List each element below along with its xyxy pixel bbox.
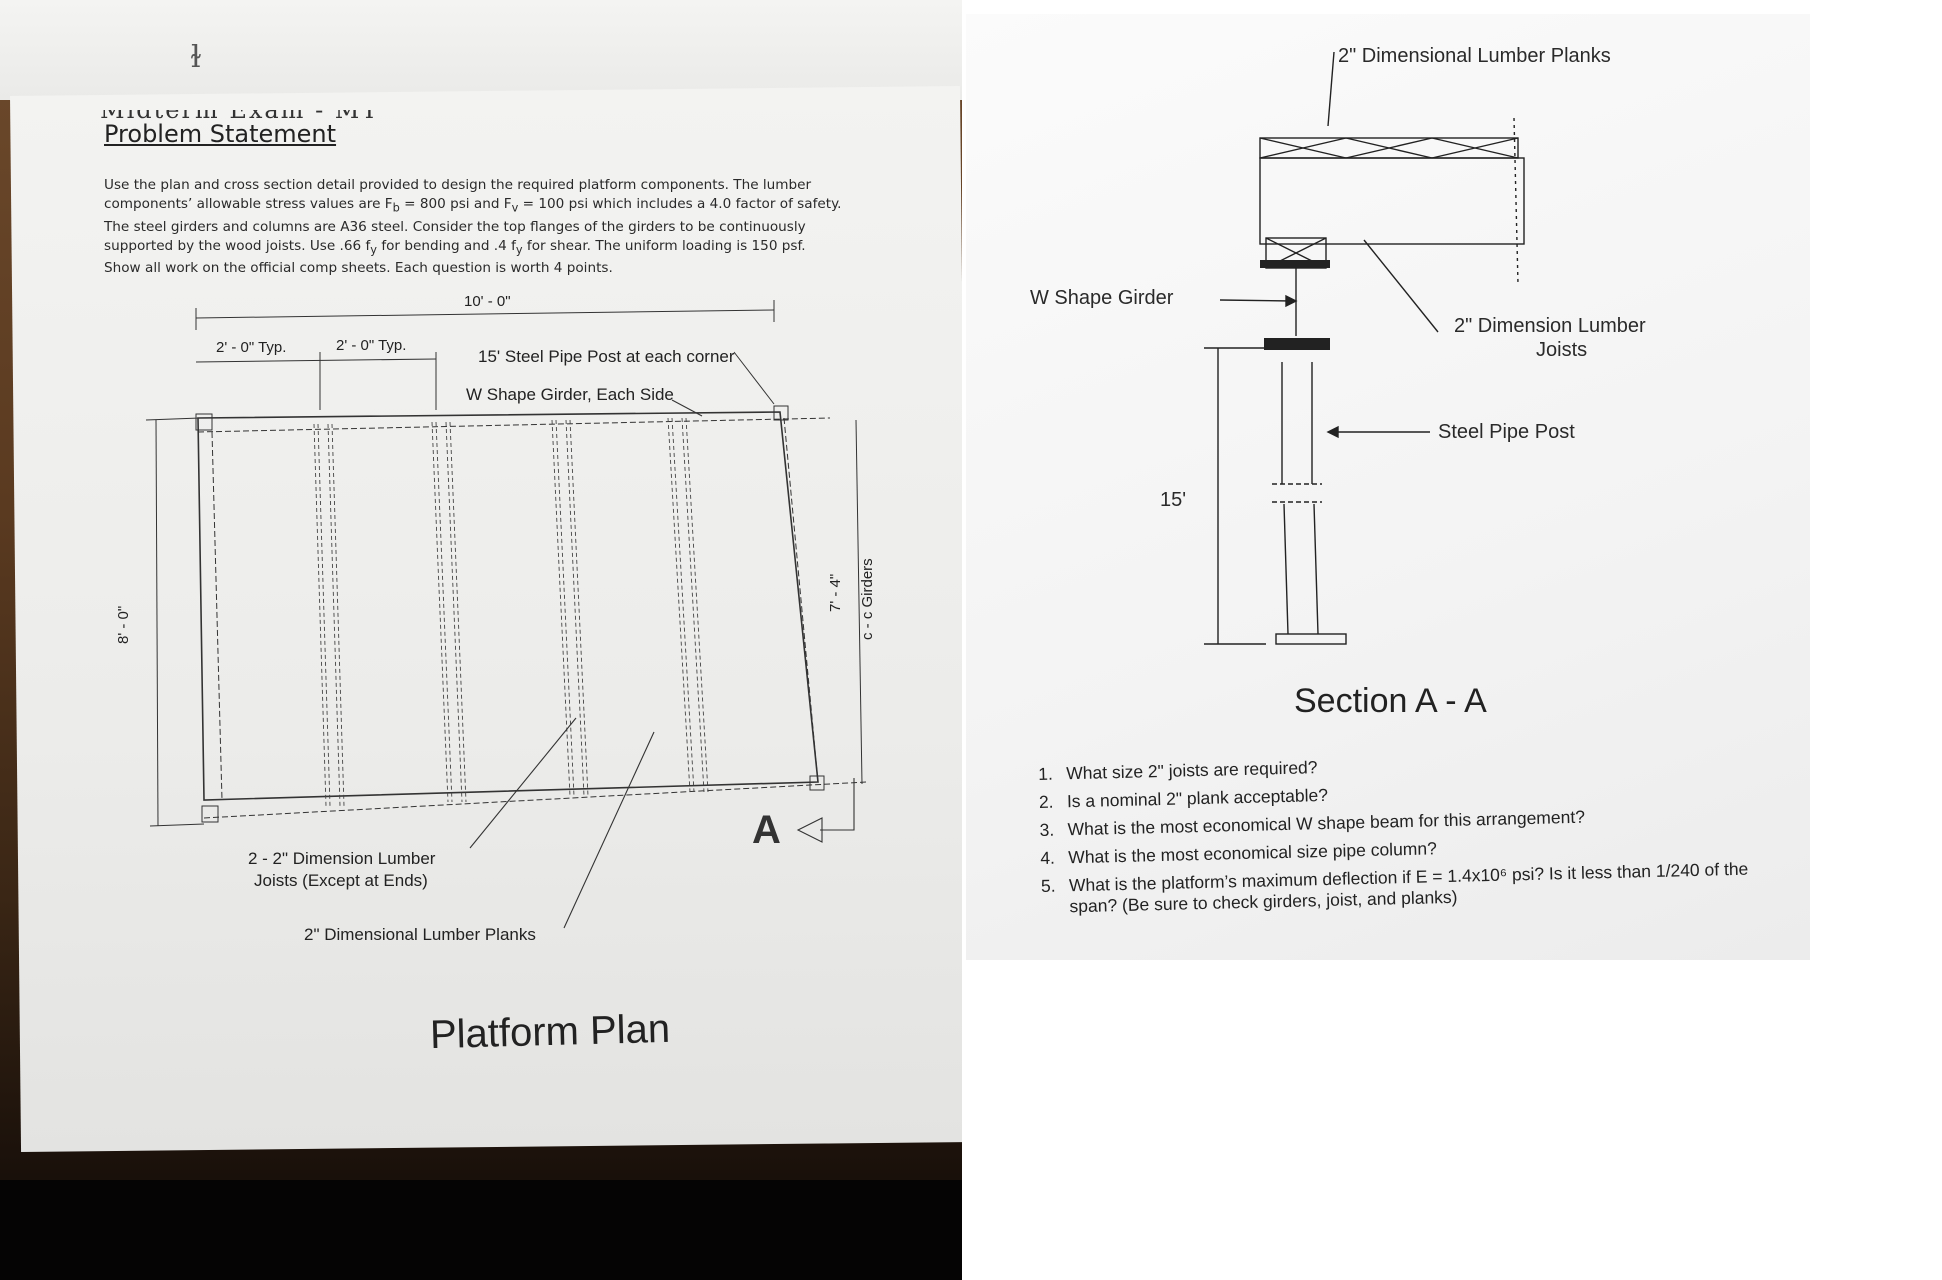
dim-overall: 10' - 0" xyxy=(464,293,511,310)
question-list: 1.What size 2" joists are required? 2.Is… xyxy=(1038,745,1802,925)
plan-title: Platform Plan xyxy=(429,1006,671,1058)
section-drawing: 2" Dimensional Lumber Planks W Shape Gir… xyxy=(1030,45,1646,720)
problem-line: Use the plan and cross section detail pr… xyxy=(104,177,812,193)
label-joists-1: 2 - 2" Dimension Lumber xyxy=(248,849,436,868)
dark-table-edge xyxy=(0,1180,962,1280)
dim-height: 15' xyxy=(1160,489,1186,511)
platform-outline xyxy=(195,405,867,823)
problem-line: Show all work on the official comp sheet… xyxy=(104,260,613,277)
label-planks: 2" Dimensional Lumber Planks xyxy=(304,925,536,944)
problem-line: components’ allowable stress values are … xyxy=(104,196,842,215)
left-photo: ɫ Midterm Exam - MT Problem Statement Us… xyxy=(0,0,962,1280)
pen-mark: ɫ xyxy=(190,40,202,75)
label-planks: 2" Dimensional Lumber Planks xyxy=(1338,45,1611,67)
dim-cc: 7' - 4" xyxy=(827,574,844,612)
problem-line: supported by the wood joists. Use .66 fy… xyxy=(104,237,806,257)
dim-spacing-1: 2' - 0" Typ. xyxy=(216,339,286,356)
problem-title: Problem Statement xyxy=(104,120,337,148)
column-cap xyxy=(1264,338,1330,350)
label-post: 15' Steel Pipe Post at each corner xyxy=(478,347,735,366)
label-joists-1: 2" Dimension Lumber xyxy=(1454,315,1646,337)
top-paper-strip xyxy=(0,0,962,100)
girder-flange xyxy=(1260,260,1330,268)
leader-lines xyxy=(469,717,855,929)
overall-dimension xyxy=(195,300,775,410)
problem-statement: Use the plan and cross section detail pr… xyxy=(104,176,864,278)
label-joists-2: Joists (Except at Ends) xyxy=(254,871,428,890)
right-photo: 2" Dimensional Lumber Planks W Shape Gir… xyxy=(966,14,1810,960)
label-post: Steel Pipe Post xyxy=(1438,421,1575,443)
section-marker: A xyxy=(752,808,781,852)
label-girder: W Shape Girder, Each Side xyxy=(466,385,674,404)
exam-header: Midterm Exam - MT xyxy=(100,96,380,124)
label-girder: W Shape Girder xyxy=(1030,287,1174,309)
joist-lines xyxy=(313,417,709,807)
dim-spacing-2: 2' - 0" Typ. xyxy=(336,337,406,354)
label-cc: c - c Girders xyxy=(859,558,876,640)
platform-plan-drawing: 10' - 0" 2' - 0" Typ. 2' - 0" Typ. 15' S… xyxy=(115,293,876,944)
section-title: Section A - A xyxy=(1294,682,1487,720)
height-dimension xyxy=(145,417,863,827)
dim-height: 8' - 0" xyxy=(115,606,132,644)
label-joists-2: Joists xyxy=(1536,339,1587,361)
list-item: 5.What is the platform’s maximum deflect… xyxy=(1040,858,1749,917)
problem-line: The steel girders and columns are A36 st… xyxy=(104,218,806,235)
